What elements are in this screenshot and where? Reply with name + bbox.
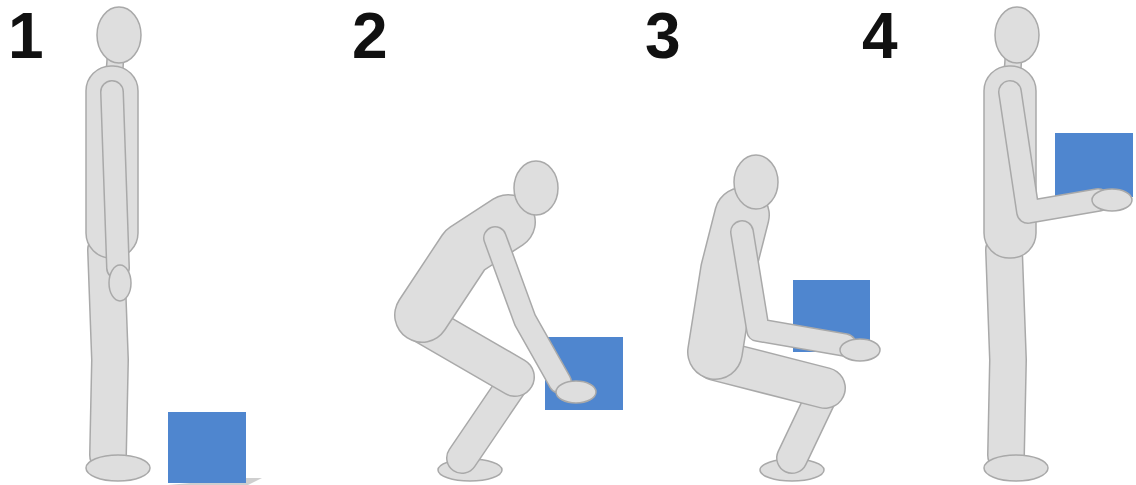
head [734,155,778,209]
arm [742,232,845,345]
arm [742,232,845,345]
figure-reaching [420,161,623,481]
head [995,7,1039,63]
box [1055,133,1133,197]
arm [1010,92,1098,212]
arm [495,238,560,382]
arm [1010,92,1098,212]
head [514,161,558,215]
leg [1004,250,1008,455]
hand [1092,189,1132,211]
arm [495,238,560,382]
hand [840,339,880,361]
callout-number: 3 [645,4,679,68]
hand [556,381,596,403]
head [97,7,141,63]
arm [112,92,118,268]
figure-standing [86,7,262,485]
arm [112,92,118,268]
box [168,412,246,483]
callout-number: 1 [8,4,42,68]
figure-lifting [715,155,880,481]
foot [86,455,150,481]
hand [109,265,131,301]
leg [1004,250,1008,455]
callout-number: 4 [862,4,896,68]
figure-carrying [984,7,1133,481]
callout-number: 2 [352,4,386,68]
foot [984,455,1048,481]
